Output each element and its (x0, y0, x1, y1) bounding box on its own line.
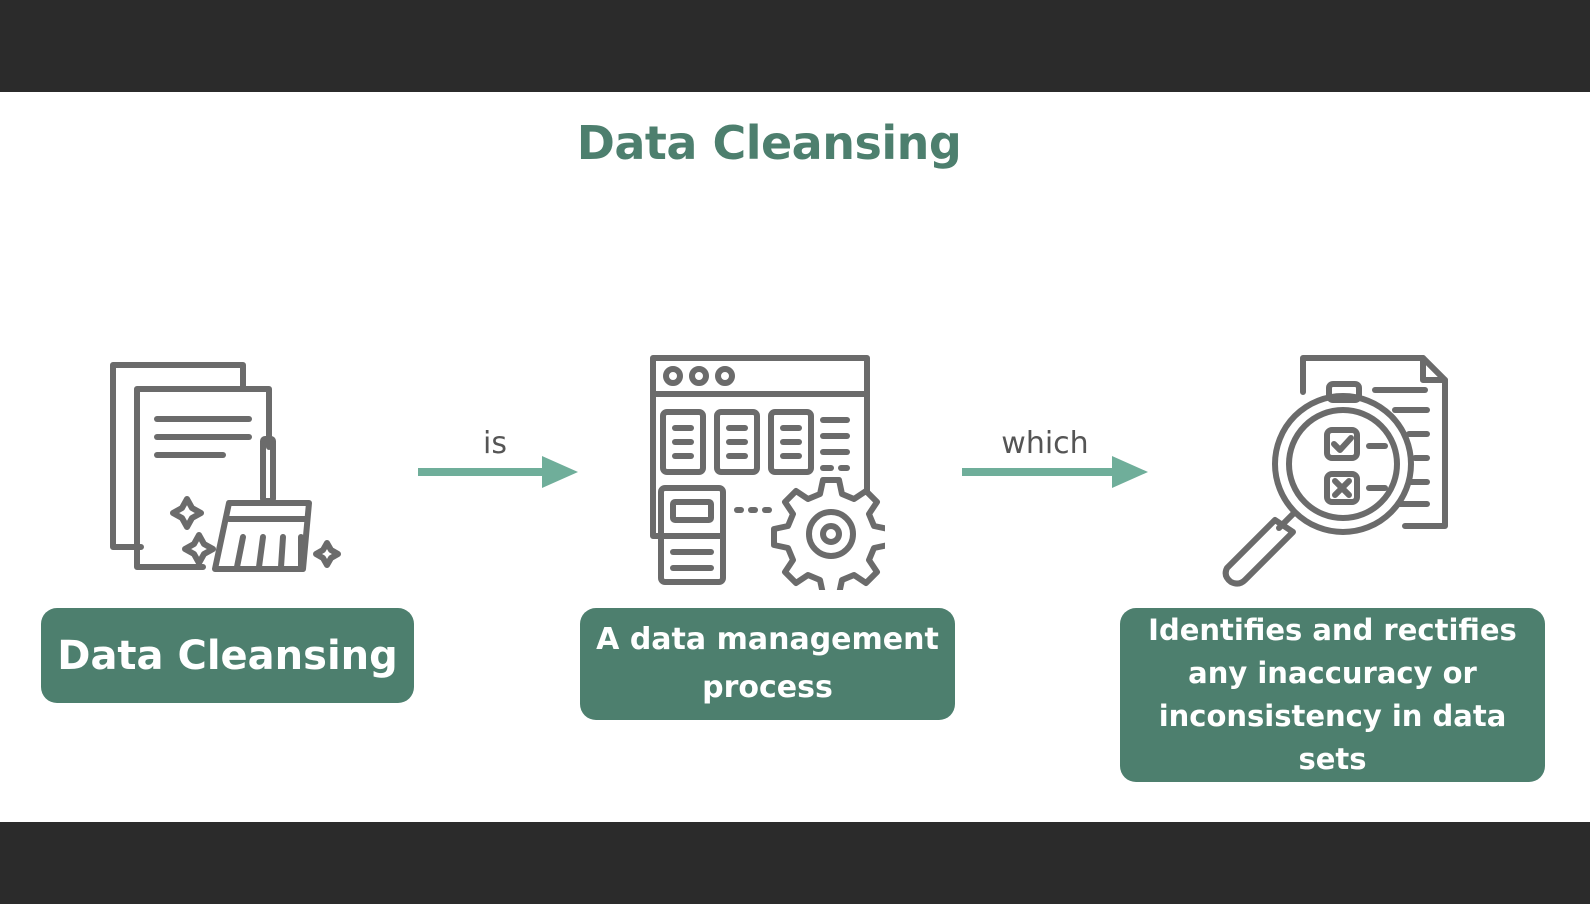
connector-label-is: is (483, 426, 507, 461)
arrow-right-icon (418, 454, 580, 494)
top-letterbox-bar (0, 0, 1590, 92)
step-label: Identifies and rectifies any inaccuracy … (1148, 613, 1517, 776)
step-label: Data Cleansing (57, 632, 398, 679)
diagram-canvas: Data Cleansing is (0, 92, 1590, 822)
broom-documents-icon (105, 357, 355, 582)
data-management-gear-icon (645, 350, 885, 590)
step-box-data-management-process: A data management process (580, 608, 955, 720)
magnifier-checklist-icon (1215, 350, 1455, 590)
step-box-data-cleansing: Data Cleansing (41, 608, 414, 703)
step-label: A data management process (596, 622, 939, 705)
step-box-identifies-rectifies: Identifies and rectifies any inaccuracy … (1120, 608, 1545, 782)
diagram-title: Data Cleansing (576, 116, 962, 170)
connector-label-which: which (1001, 426, 1089, 461)
bottom-letterbox-bar (0, 822, 1590, 904)
arrow-right-icon (962, 454, 1150, 494)
